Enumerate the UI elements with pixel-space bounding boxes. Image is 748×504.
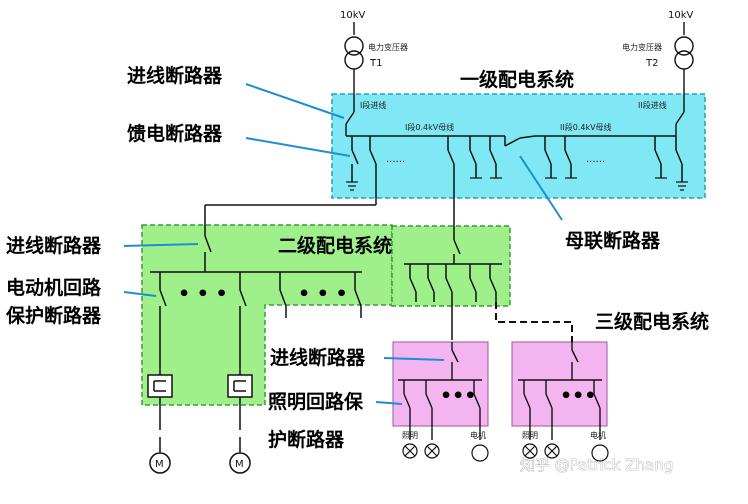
l3-light-label-2: 照明: [522, 431, 538, 440]
label-motor-protect-2: 保护断路器: [5, 304, 102, 327]
transformer-label-right: 电力变压器: [622, 42, 662, 52]
source-t1: [344, 22, 364, 136]
label-motor-protect-1: 电动机回路: [6, 276, 102, 299]
l3-motor-label-2: 电机: [590, 430, 606, 440]
voltage-right: 10kV: [668, 10, 694, 21]
watermark: 知乎 @Patrick Zhang: [520, 456, 673, 474]
bus1-label: I段0.4kV母线: [405, 122, 454, 132]
incomer2-label: II段进线: [638, 100, 667, 110]
l2-dots-right: • • •: [298, 283, 348, 305]
label-incoming-breaker-l3: 进线断路器: [270, 346, 366, 369]
l2-dots-left: • • •: [178, 283, 228, 305]
l3-dots-2: •••: [560, 385, 596, 407]
motor-symbol-2: M: [235, 459, 244, 470]
l3-loads: [402, 443, 609, 462]
l3-motor-label-1: 电机: [470, 430, 486, 440]
label-bus-tie-breaker: 母联断路器: [565, 229, 661, 252]
ground-symbols: [346, 177, 688, 191]
transformer-id-left: T1: [369, 58, 382, 69]
transformer-id-right: T2: [645, 58, 658, 69]
bus-dots-left: ......: [386, 154, 405, 165]
level2-title: 二级配电系统: [278, 234, 392, 257]
voltage-left: 10kV: [340, 10, 366, 21]
motor-symbol-1: M: [155, 459, 164, 470]
label-lighting-protect-2: 护断路器: [268, 428, 345, 451]
bus2-label: II段0.4kV母线: [560, 122, 612, 132]
link-l2-l3: [495, 302, 573, 342]
source-t2: [674, 22, 694, 136]
l3-dots-1: •••: [440, 385, 476, 407]
motor-starter-2: [227, 374, 253, 474]
label-feeder-breaker: 馈电断路器: [127, 122, 223, 145]
l3-light-label-1: 照明: [402, 431, 418, 440]
incomer1-label: I段进线: [360, 100, 386, 110]
transformer-label-left: 电力变压器: [368, 42, 408, 52]
callout-lines: [123, 83, 563, 405]
label-lighting-protect-1: 照明回路保: [268, 390, 364, 413]
level1-wiring: [204, 135, 683, 226]
level3-wiring: [398, 342, 602, 440]
motor-starter-1: [147, 374, 173, 474]
level2-wiring: [150, 222, 502, 375]
label-incoming-breaker-l1: 进线断路器: [127, 64, 223, 87]
level1-panel: [331, 93, 706, 199]
bus-dots-right: ......: [586, 154, 605, 165]
level3-panel-1: [392, 341, 489, 427]
level1-title: 一级配电系统: [460, 68, 574, 91]
level3-panel-2: [511, 341, 608, 427]
level3-title: 三级配电系统: [595, 310, 709, 333]
label-incoming-breaker-l2: 进线断路器: [6, 234, 102, 257]
